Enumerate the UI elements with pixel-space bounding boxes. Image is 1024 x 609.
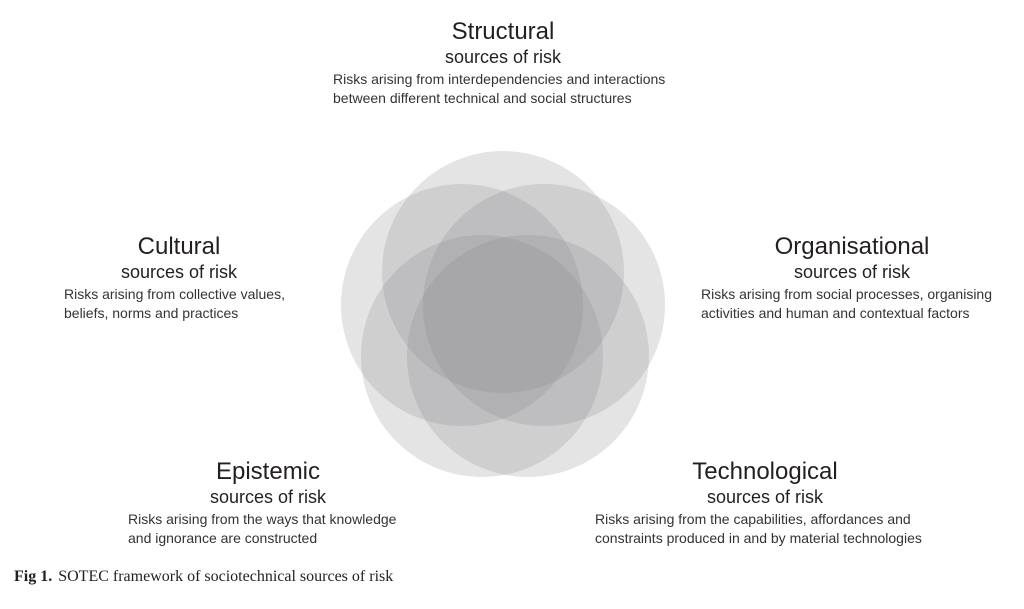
epistemic-block: Epistemic sources of risk Risks arising … xyxy=(128,458,408,548)
epistemic-subtitle: sources of risk xyxy=(209,487,327,507)
organisational-desc-line: Risks arising from social processes, org… xyxy=(701,286,992,302)
cultural-desc-line: beliefs, norms and practices xyxy=(64,305,239,321)
organisational-desc-line: activities and human and contextual fact… xyxy=(701,305,970,321)
structural-desc-line: between different technical and social s… xyxy=(333,90,632,106)
circle-cultural xyxy=(341,184,583,426)
technological-subtitle: sources of risk xyxy=(706,487,824,507)
circle-epistemic xyxy=(361,235,603,477)
structural-title: Structural xyxy=(451,18,555,45)
epistemic-title: Epistemic xyxy=(215,458,321,485)
technological-title: Technological xyxy=(692,458,838,485)
technological-block: Technological sources of risk Risks aris… xyxy=(595,458,935,548)
circle-technological xyxy=(407,235,649,477)
technological-desc-line: constraints produced in and by material … xyxy=(595,530,922,546)
epistemic-desc-line: Risks arising from the ways that knowled… xyxy=(128,511,397,527)
cultural-desc-line: Risks arising from collective values, xyxy=(64,286,285,302)
organisational-title: Organisational xyxy=(774,233,930,260)
organisational-subtitle: sources of risk xyxy=(793,262,911,282)
circle-structural xyxy=(382,151,624,393)
caption-text: SOTEC framework of sociotechnical source… xyxy=(58,568,394,585)
caption-label: Fig 1. xyxy=(14,568,53,585)
circle-organisational xyxy=(423,184,665,426)
organisational-block: Organisational sources of risk Risks ari… xyxy=(701,233,1003,323)
figure-caption: Fig 1. SOTEC framework of sociotechnical … xyxy=(14,568,393,586)
epistemic-desc-line: and ignorance are constructed xyxy=(128,530,318,546)
cultural-title: Cultural xyxy=(137,233,221,260)
cultural-subtitle: sources of risk xyxy=(120,262,238,282)
structural-subtitle: sources of risk xyxy=(444,47,562,67)
structural-desc-line: Risks arising from interdependencies and… xyxy=(333,71,666,87)
technological-desc-line: Risks arising from the capabilities, aff… xyxy=(595,511,911,527)
cultural-block: Cultural sources of risk Risks arising f… xyxy=(64,233,294,323)
structural-block: Structural sources of risk Risks arising… xyxy=(333,18,673,108)
